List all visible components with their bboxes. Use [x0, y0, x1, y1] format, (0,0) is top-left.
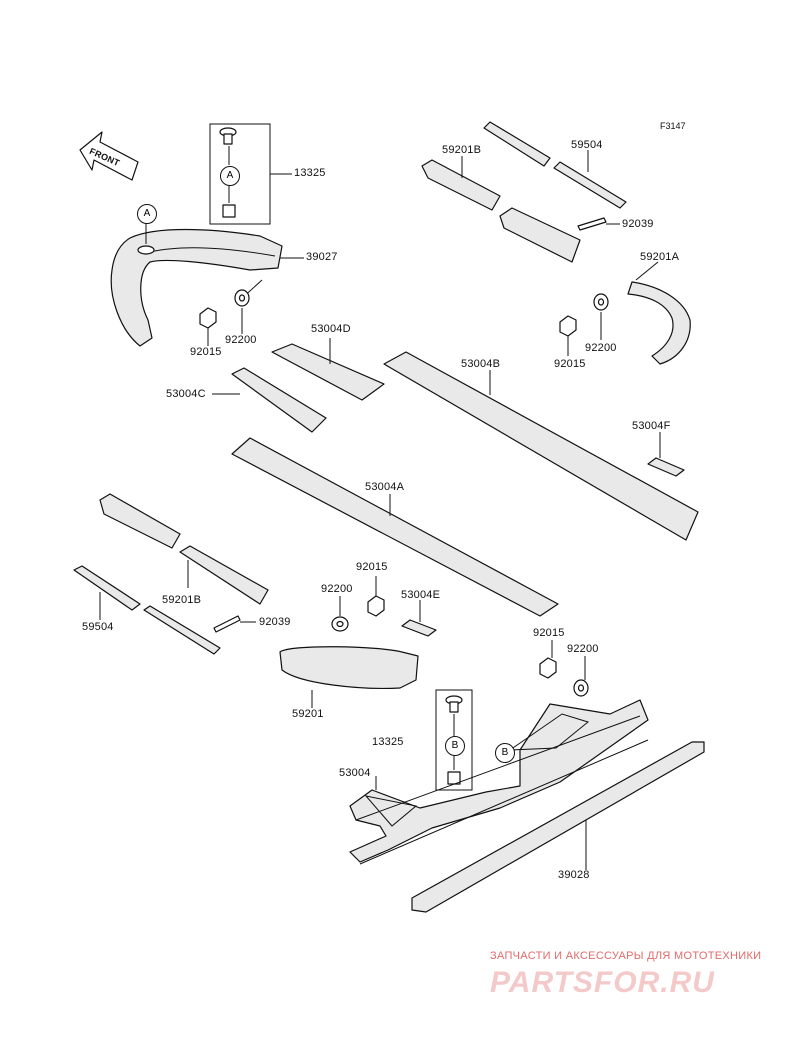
- mat-53004C-shape: [231, 367, 327, 433]
- figure-code: F3147: [660, 121, 686, 131]
- part-39027: 39027: [306, 251, 338, 263]
- part-92015-mid: 92015: [356, 561, 388, 573]
- patch-53004F-shape: [647, 457, 685, 477]
- nut-icon-top: [222, 204, 236, 218]
- part-59201B-low: 59201B: [162, 594, 202, 606]
- trim-59201-upper-shape: [499, 207, 581, 263]
- handle-59201A-shape: [627, 281, 691, 365]
- part-53004B: 53004B: [461, 358, 501, 370]
- fastener-group-box-low: [435, 689, 473, 791]
- part-92015-right: 92015: [554, 358, 586, 370]
- watermark-logo: PARTSFOR.RU: [490, 966, 715, 999]
- part-92039-top: 92039: [622, 218, 654, 230]
- bolt-92039-top-icon: [577, 217, 607, 231]
- trim-59504-top-shape: [483, 121, 551, 167]
- part-13325-low: 13325: [372, 736, 404, 748]
- rivet-shank-icon-top: [223, 133, 233, 145]
- part-53004C: 53004C: [166, 388, 206, 400]
- fastener-group-box-top: [209, 123, 271, 225]
- part-92200-low: 92200: [567, 643, 599, 655]
- part-53004D: 53004D: [311, 323, 351, 335]
- part-92200-left: 92200: [225, 334, 257, 346]
- nut-icon-right: [559, 315, 577, 337]
- handle-59201-shape: [279, 646, 419, 689]
- mat-53004A-shape: [231, 437, 559, 617]
- watermark-tagline: ЗАПЧАСТИ И АКСЕССУАРЫ ДЛЯ МОТОТЕХНИКИ: [490, 950, 762, 962]
- frame-53004-shape: [349, 699, 649, 863]
- part-92200-right: 92200: [585, 342, 617, 354]
- part-92015-left: 92015: [190, 346, 222, 358]
- handle-39027-shape: [110, 228, 283, 347]
- bolt-92039-low-icon: [213, 615, 241, 633]
- part-92200-mid: 92200: [321, 583, 353, 595]
- patch-53004E-shape: [401, 619, 437, 637]
- trim-59504-low-shape: [73, 565, 141, 611]
- callout-b-box: B: [445, 736, 465, 756]
- callout-a-box: A: [220, 166, 240, 186]
- callout-b-floor: B: [495, 743, 515, 763]
- part-59201A: 59201A: [640, 251, 680, 263]
- part-53004F: 53004F: [632, 420, 671, 432]
- part-53004A: 53004A: [365, 481, 405, 493]
- part-53004: 53004: [339, 767, 371, 779]
- part-59201B-top: 59201B: [442, 144, 482, 156]
- part-59504-low: 59504: [82, 621, 114, 633]
- trim-59201B-top-shape: [421, 159, 501, 211]
- part-59201: 59201: [292, 708, 324, 720]
- mat-53004D-shape: [271, 343, 385, 401]
- part-39028: 39028: [558, 869, 590, 881]
- mat-53004B-shape: [383, 351, 699, 541]
- trim-59201B-low-shape: [99, 493, 181, 549]
- part-59504-top: 59504: [571, 139, 603, 151]
- front-arrow-icon: [79, 131, 139, 181]
- callout-a-top: A: [137, 204, 157, 224]
- part-53004E: 53004E: [401, 589, 441, 601]
- nut-icon-low: [539, 657, 557, 679]
- part-92015-low: 92015: [533, 627, 565, 639]
- rail-39028-shape: [411, 741, 705, 913]
- part-92039-low: 92039: [259, 616, 291, 628]
- nut-icon-mid: [367, 595, 385, 617]
- nut-icon-left: [199, 307, 217, 329]
- part-13325-top: 13325: [294, 167, 326, 179]
